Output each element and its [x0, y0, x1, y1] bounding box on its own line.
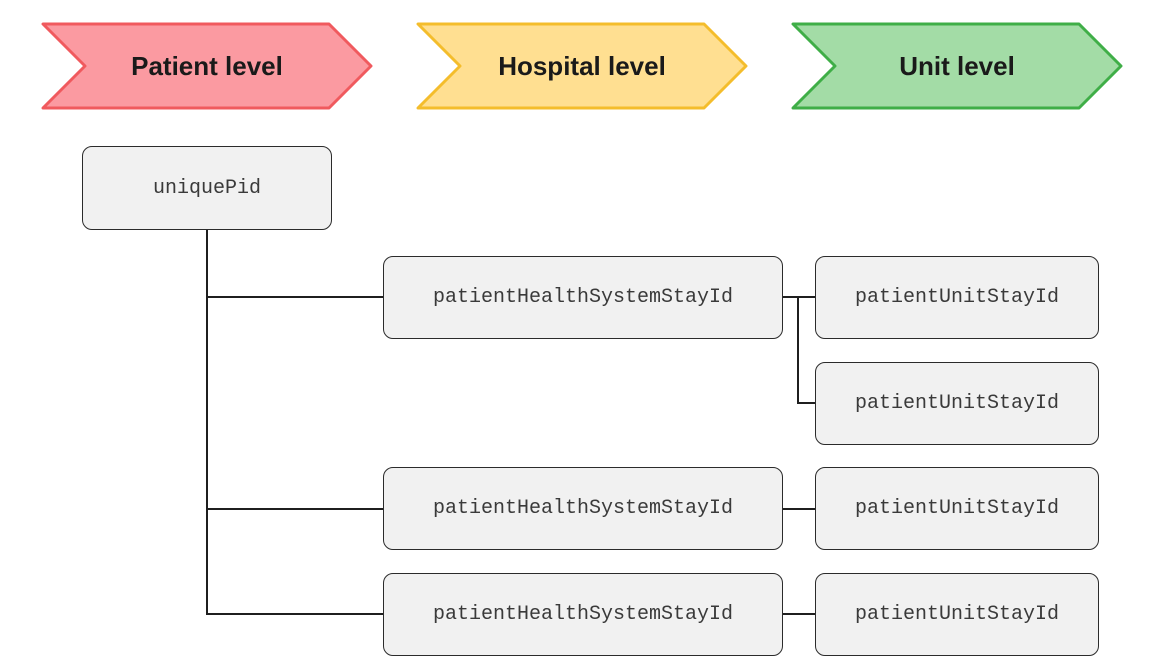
hospital-stay-node-3: patientHealthSystemStayId [383, 573, 783, 656]
level-banner-patient: Patient level [41, 22, 373, 110]
chevron-shape-hospital [416, 22, 748, 110]
branch-line-unit-2 [797, 402, 816, 404]
hospital-stay-label: patientHealthSystemStayId [432, 603, 734, 626]
unit-stay-node-3: patientUnitStayId [815, 467, 1099, 550]
level-label-unit: Unit level [899, 50, 1015, 81]
unit-stay-label: patientUnitStayId [854, 603, 1060, 626]
branch-line-unit-1 [782, 296, 816, 298]
hospital-stay-label: patientHealthSystemStayId [432, 497, 734, 520]
unit-stay-node-2: patientUnitStayId [815, 362, 1099, 445]
chevron-shape-patient [41, 22, 373, 110]
chevron-shape-unit [791, 22, 1123, 110]
patient-node-label: uniquePid [152, 176, 262, 200]
hospital-stay-node-1: patientHealthSystemStayId [383, 256, 783, 339]
unit-fork-vertical [797, 296, 799, 403]
unit-stay-node-1: patientUnitStayId [815, 256, 1099, 339]
patient-node: uniquePid [82, 146, 332, 230]
unit-stay-label: patientUnitStayId [854, 286, 1060, 309]
level-banner-unit: Unit level [791, 22, 1123, 110]
level-label-patient: Patient level [131, 50, 283, 81]
level-banner-hospital: Hospital level [416, 22, 748, 110]
hospital-stay-node-2: patientHealthSystemStayId [383, 467, 783, 550]
branch-line-unit-4 [782, 613, 816, 615]
unit-stay-label: patientUnitStayId [854, 392, 1060, 415]
hospital-stay-label: patientHealthSystemStayId [432, 286, 734, 309]
unit-stay-label: patientUnitStayId [854, 497, 1060, 520]
branch-line-hospital-3 [206, 613, 384, 615]
branch-line-hospital-1 [206, 296, 384, 298]
patient-trunk-line [206, 229, 208, 614]
level-label-hospital: Hospital level [498, 50, 666, 81]
branch-line-unit-3 [782, 508, 816, 510]
branch-line-hospital-2 [206, 508, 384, 510]
unit-stay-node-4: patientUnitStayId [815, 573, 1099, 656]
